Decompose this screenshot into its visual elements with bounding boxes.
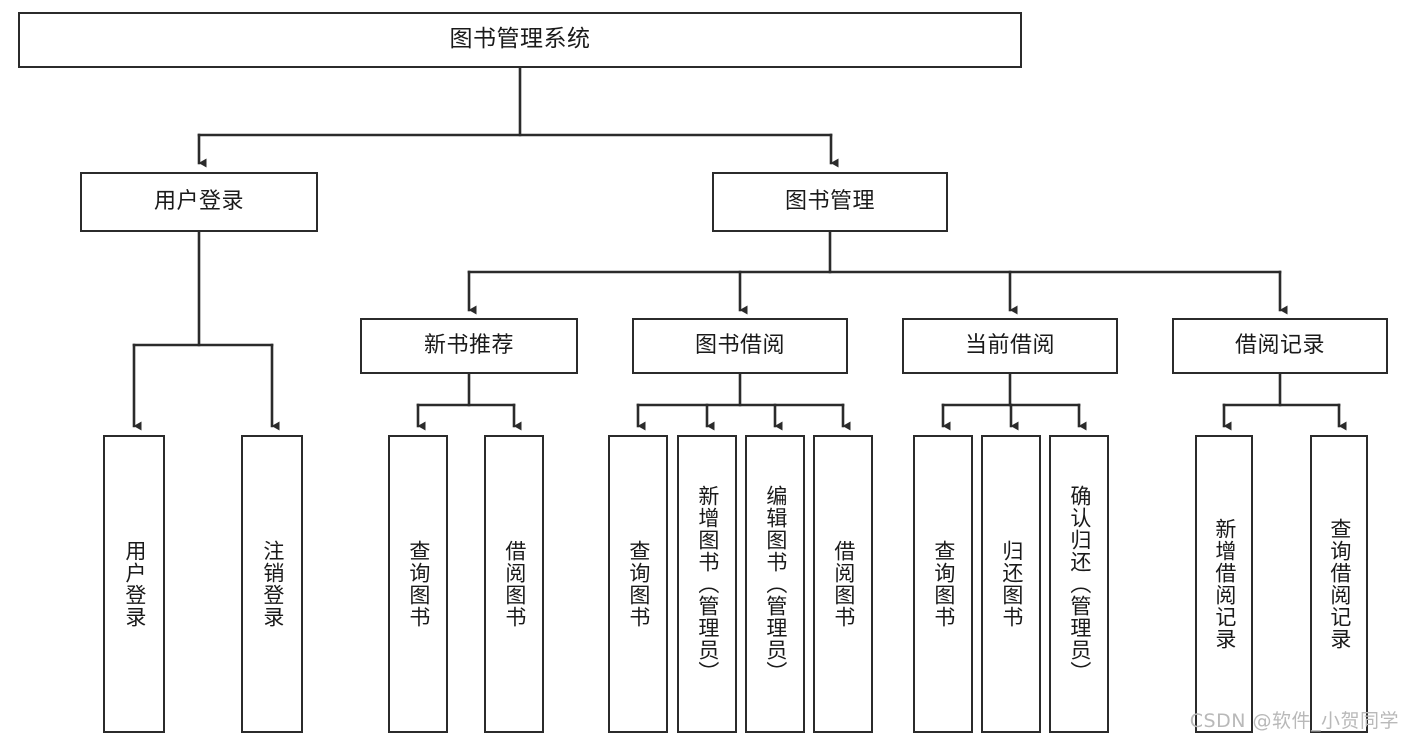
leaf-query-book-borrow[interactable]: 查询图书 bbox=[608, 435, 668, 733]
node-root-system[interactable]: 图书管理系统 bbox=[18, 12, 1022, 68]
leaf-edit-book-admin[interactable]: 编辑图书（管理员） bbox=[745, 435, 805, 733]
leaf-return-book[interactable]: 归还图书 bbox=[981, 435, 1041, 733]
leaf-add-book-admin[interactable]: 新增图书（管理员） bbox=[677, 435, 737, 733]
node-book-admin[interactable]: 图书管理 bbox=[712, 172, 948, 232]
leaf-borrow-book[interactable]: 借阅图书 bbox=[813, 435, 873, 733]
node-borrow-record[interactable]: 借阅记录 bbox=[1172, 318, 1388, 374]
node-user-login[interactable]: 用户登录 bbox=[80, 172, 318, 232]
leaf-query-book-recommend[interactable]: 查询图书 bbox=[388, 435, 448, 733]
leaf-add-borrow-record[interactable]: 新增借阅记录 bbox=[1195, 435, 1253, 733]
node-current-borrow[interactable]: 当前借阅 bbox=[902, 318, 1118, 374]
node-book-borrow[interactable]: 图书借阅 bbox=[632, 318, 848, 374]
leaf-query-book-current[interactable]: 查询图书 bbox=[913, 435, 973, 733]
node-new-book-recommend[interactable]: 新书推荐 bbox=[360, 318, 578, 374]
leaf-query-borrow-record[interactable]: 查询借阅记录 bbox=[1310, 435, 1368, 733]
csdn-watermark: CSDN @软件_小贺同学 bbox=[1189, 710, 1399, 732]
leaf-borrow-book-recommend[interactable]: 借阅图书 bbox=[484, 435, 544, 733]
leaf-user-login[interactable]: 用户登录 bbox=[103, 435, 165, 733]
leaf-logout[interactable]: 注销登录 bbox=[241, 435, 303, 733]
leaf-confirm-return-admin[interactable]: 确认归还（管理员） bbox=[1049, 435, 1109, 733]
